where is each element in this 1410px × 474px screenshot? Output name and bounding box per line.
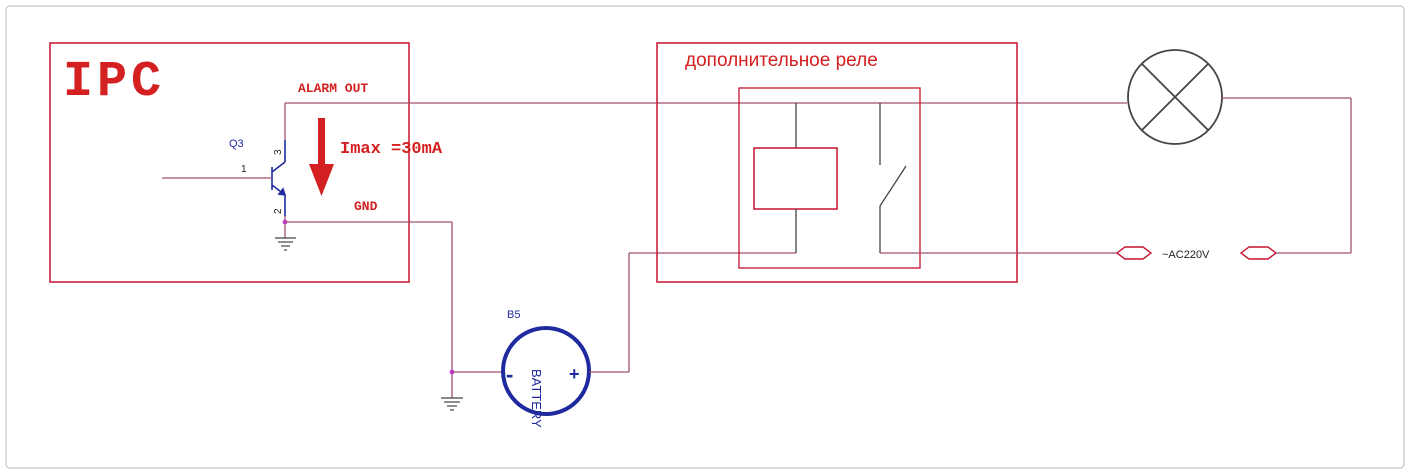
terminal-icon-left (1115, 246, 1153, 260)
transistor-ref: Q3 (229, 138, 244, 150)
imax-label: Imax =30mA (340, 140, 443, 159)
battery-icon (501, 326, 591, 416)
current-arrow-icon (309, 118, 334, 196)
terminal-icon-right (1239, 246, 1278, 260)
relay-box (656, 42, 1018, 283)
ipc-title: IPC (63, 54, 165, 111)
transistor-symbol (271, 140, 287, 216)
pin-1-label: 1 (241, 164, 247, 175)
alarm-out-label: ALARM OUT (298, 81, 368, 96)
diagram-frame (5, 5, 1405, 469)
relay-inner-box (738, 87, 921, 269)
ground-icon (275, 237, 296, 251)
pin-3-label: 3 (273, 149, 284, 155)
relay-switch (879, 165, 907, 207)
relay-title: дополнительное реле (685, 50, 878, 71)
battery-minus: - (506, 362, 513, 387)
battery-ref: B5 (507, 309, 520, 321)
pin-2-label: 2 (273, 208, 284, 214)
ground-icon-2 (441, 397, 463, 411)
lamp-icon (1127, 49, 1223, 145)
gnd-label: GND (354, 199, 378, 214)
battery-label: BATTERY (529, 369, 544, 428)
power-label: ~AC220V (1162, 249, 1210, 261)
ipc-box (49, 42, 410, 283)
battery-plus: + (569, 364, 580, 384)
